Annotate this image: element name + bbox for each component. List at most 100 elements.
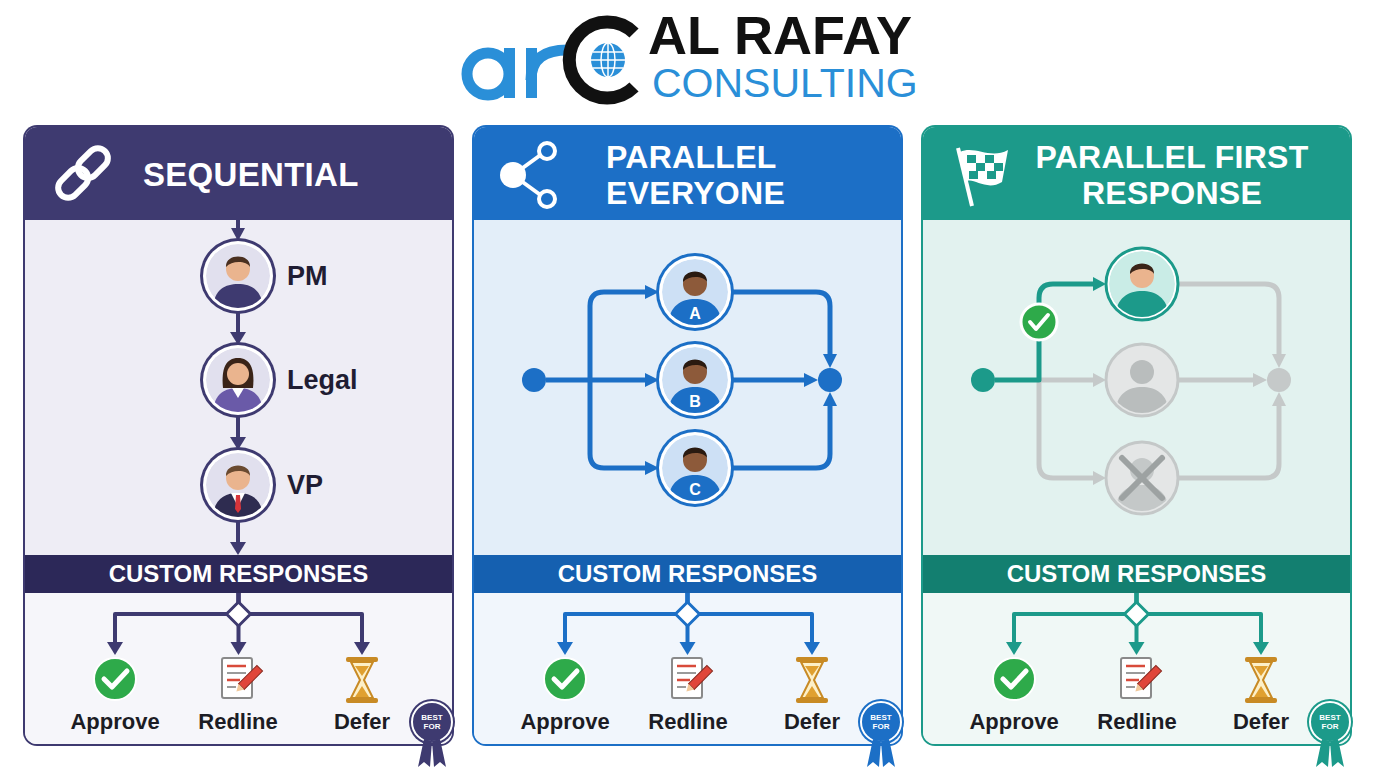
parallel-flow-lines (731, 378, 805, 383)
person-avatar (668, 299, 722, 328)
winner-avatar (1109, 251, 1175, 317)
share-icon (513, 175, 546, 199)
approver-circle: B (659, 344, 731, 416)
approver-circle: C (659, 432, 731, 504)
band-label: CUSTOM RESPONSES (25, 555, 452, 593)
person-avatar (662, 259, 728, 325)
responses-band: CUSTOM RESPONSES (25, 555, 452, 593)
idle-avatar (1106, 344, 1178, 416)
chain-icon (54, 144, 112, 202)
brand-wordmark: CONSULTING (652, 63, 918, 104)
person-avatar (683, 272, 707, 283)
person-avatar (226, 466, 250, 477)
flag-icon (958, 148, 972, 206)
parallel-arrowheads (645, 285, 659, 299)
flow-connector (680, 593, 696, 655)
check-badge (1030, 315, 1048, 329)
share-icon (513, 151, 546, 175)
badge-label: BEST FOR (862, 703, 900, 741)
idle-avatar (1115, 387, 1169, 416)
response-label: Defer (1196, 709, 1326, 735)
cancelled-avatar (1122, 458, 1162, 498)
decision-diamond (676, 602, 700, 626)
response-icons (227, 686, 236, 688)
person-avatar (206, 453, 270, 517)
parallel-flow-lines (546, 378, 646, 383)
arrow-head (230, 332, 246, 345)
person-avatar (662, 259, 728, 328)
response-icons (227, 679, 240, 682)
response-icons (94, 657, 378, 703)
response-label: Redline (173, 709, 303, 735)
first-response-arrowheads (971, 368, 995, 392)
flag-icon (976, 163, 985, 171)
flag-icon (967, 155, 976, 163)
approver-circle: PM (203, 241, 273, 311)
person-avatar (235, 495, 241, 513)
response-icons (346, 657, 378, 662)
flow-connector (230, 311, 246, 345)
share-icon (500, 162, 526, 188)
person-avatar (683, 448, 707, 472)
response-icons (993, 657, 1277, 703)
idle-avatar (1130, 360, 1154, 384)
badge-ribbon (1330, 739, 1344, 767)
approver-label: VP (287, 468, 323, 502)
cancelled-avatar (1115, 485, 1169, 514)
badge-ribbon (418, 739, 432, 767)
person-avatar (206, 348, 270, 414)
response-option: Redline (633, 655, 743, 735)
logo-mark (591, 59, 625, 61)
parallel-flow-lines (590, 380, 646, 468)
logo-mark (569, 22, 634, 98)
cancelled-avatar (1115, 458, 1169, 514)
first-response-arrowheads (1093, 373, 1106, 387)
panel-heading: PARALLEL EVERYONE (606, 139, 806, 211)
response-label: Approve (500, 709, 630, 735)
first-response-arrowheads (1093, 277, 1106, 291)
response-icons (222, 658, 252, 698)
response-option: Redline (1082, 655, 1192, 735)
cancelled-avatar (1130, 458, 1154, 482)
idle-avatar (1106, 344, 1178, 416)
best-for-badge: BEST FOR (411, 701, 453, 743)
cancelled-avatar (1106, 442, 1178, 514)
flag-icon (958, 148, 1008, 206)
person-avatar (226, 257, 250, 281)
badge-ribbon (881, 739, 895, 767)
first-response-lines (1178, 284, 1279, 356)
person-avatar (683, 448, 707, 459)
first-response-lines (995, 284, 1279, 478)
first-response-lines (1039, 378, 1094, 383)
idle-avatar (1115, 360, 1169, 416)
person-avatar (213, 284, 263, 310)
person-avatar (206, 244, 270, 310)
first-response-arrowheads (971, 277, 1291, 485)
response-icons (234, 684, 245, 695)
first-response-arrowheads (1267, 368, 1291, 392)
flow-connector (1137, 593, 1270, 655)
panel-heading: SEQUENTIAL (143, 156, 403, 194)
brand-wordmark: AL RAFAY (648, 8, 912, 62)
person-avatar (206, 348, 270, 414)
badge-ribbon (418, 739, 1344, 767)
person-avatar (213, 493, 263, 519)
connector-line (1135, 593, 1139, 645)
connector-line (236, 311, 240, 335)
winner-avatar (1106, 248, 1178, 320)
response-icons (355, 686, 369, 697)
connector-line (565, 593, 688, 645)
responses-band: CUSTOM RESPONSES (923, 555, 1350, 593)
logo-mark (504, 48, 515, 98)
person-avatar (662, 259, 728, 328)
response-icons (239, 665, 263, 689)
response-label: Redline (1072, 709, 1202, 735)
first-response-arrowheads (1093, 471, 1106, 485)
arrow-head (354, 642, 370, 655)
check-badge (1021, 304, 1057, 340)
person-avatar (683, 360, 707, 384)
logo-mark (591, 43, 625, 77)
person-avatar (227, 363, 249, 385)
